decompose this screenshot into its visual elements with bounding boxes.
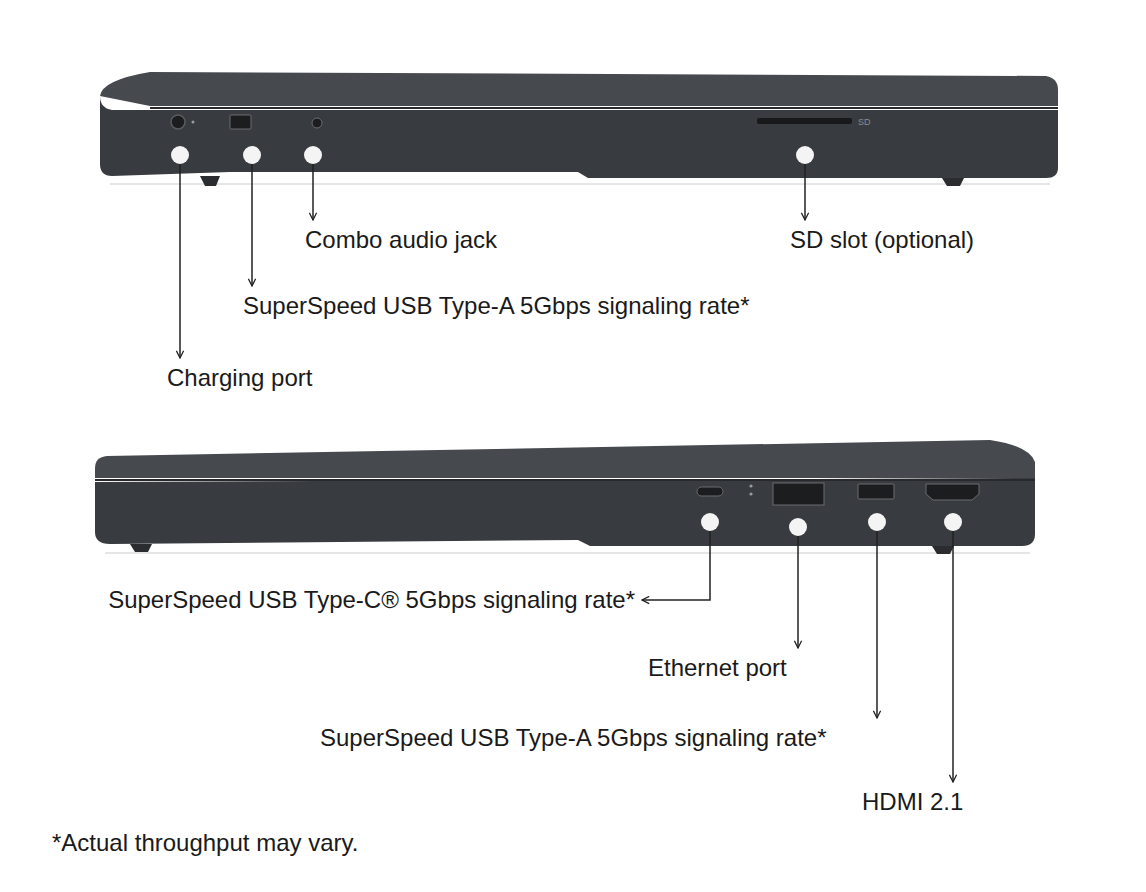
drawing-part [95,479,1035,481]
right-side-view [95,440,1035,554]
port-label: Ethernet port [648,654,787,682]
footnote: *Actual throughput may vary. [52,829,358,857]
port-label: SuperSpeed USB Type-C® 5Gbps signaling r… [108,586,635,614]
left-side-view [100,72,1058,186]
drawing-part [171,115,185,129]
drawing-part [304,146,322,164]
drawing-part [697,487,723,496]
drawing-part [858,484,894,499]
drawing-part [130,544,152,552]
drawing-part [942,178,964,186]
drawing-part [200,176,220,186]
drawing-part [642,531,710,600]
drawing-part [150,107,1058,109]
drawing-part [932,546,954,554]
drawing-part [804,164,806,220]
drawing-part [100,96,1058,178]
drawing-part [789,518,807,536]
drawing-part [944,513,962,531]
port-label: Charging port [167,364,312,392]
port-label: SD slot (optional) [790,226,974,254]
drawing-part [926,484,979,500]
drawing-part [796,146,814,164]
drawing-part [230,115,251,129]
leader-lines [180,164,953,782]
drawing-part [312,164,314,220]
drawing-part [876,531,878,718]
drawing-part [312,118,322,128]
drawing-part [192,121,195,124]
drawing-part [100,72,1058,106]
drawing-part [797,536,799,648]
port-label: SuperSpeed USB Type-A 5Gbps signaling ra… [243,292,750,320]
drawing-part [749,492,752,495]
drawing-part [105,552,1030,554]
port-marking: SD [858,117,871,127]
drawing-part [110,183,1050,185]
drawing-part [749,484,752,487]
port-label: Combo audio jack [305,226,497,254]
drawing-part [95,440,1035,478]
drawing-part [868,513,886,531]
drawing-part [952,531,954,782]
drawing-part [757,118,852,124]
drawing-part [171,146,189,164]
drawing-part [773,483,824,505]
drawing-part [243,146,261,164]
drawing-part [95,478,1035,546]
drawing-part [179,164,181,358]
drawing-part [701,513,719,531]
port-label: SuperSpeed USB Type-A 5Gbps signaling ra… [320,724,827,752]
drawing-part [251,164,253,286]
port-label: HDMI 2.1 [862,788,963,816]
